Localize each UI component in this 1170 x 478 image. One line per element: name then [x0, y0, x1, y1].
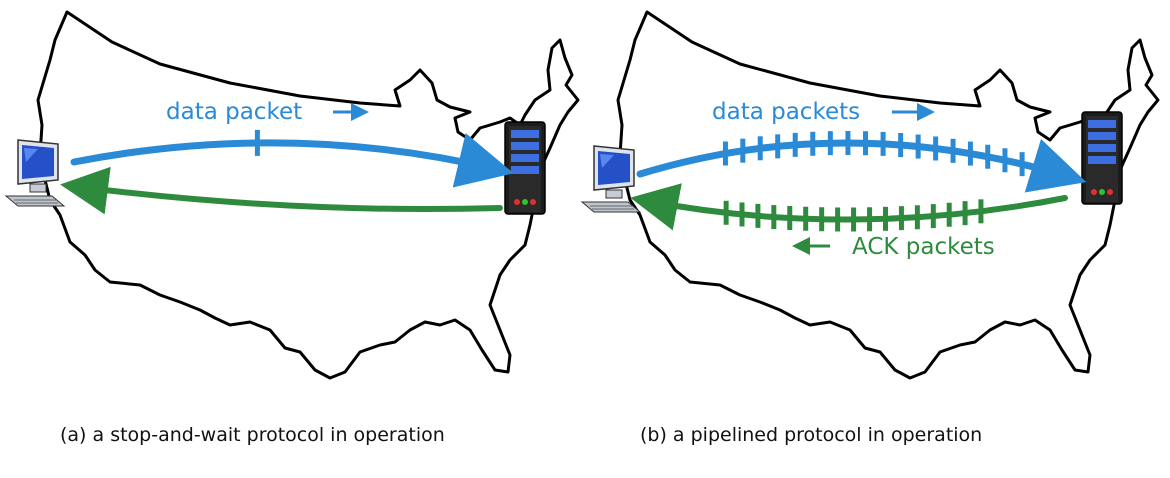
- data-packet-label: data packet: [166, 99, 302, 125]
- server-tower-icon: [1081, 111, 1123, 205]
- caption-b: (b) a pipelined protocol in operation: [640, 424, 982, 446]
- us-map-outline: [616, 10, 1160, 380]
- ack-packets-label: ACK packets: [852, 234, 995, 260]
- panel-stop-and-wait: data packet (a) a stop-and-wait protocol…: [5, 10, 580, 446]
- panel-pipelined: data packets ACK packets (b) a pipelined…: [581, 10, 1160, 446]
- data-packet-marks: [722, 130, 1059, 186]
- data-arrow: [70, 133, 514, 188]
- data-arrow: [636, 138, 1087, 193]
- us-map-outline: [36, 10, 580, 380]
- ack-packet-marks: [723, 199, 984, 232]
- data-packets-label: data packets: [712, 99, 860, 125]
- server-tower-icon: [504, 121, 546, 215]
- ack-arrow: [60, 166, 503, 215]
- caption-a: (a) a stop-and-wait protocol in operatio…: [60, 424, 445, 446]
- desktop-computer-icon: [5, 139, 65, 207]
